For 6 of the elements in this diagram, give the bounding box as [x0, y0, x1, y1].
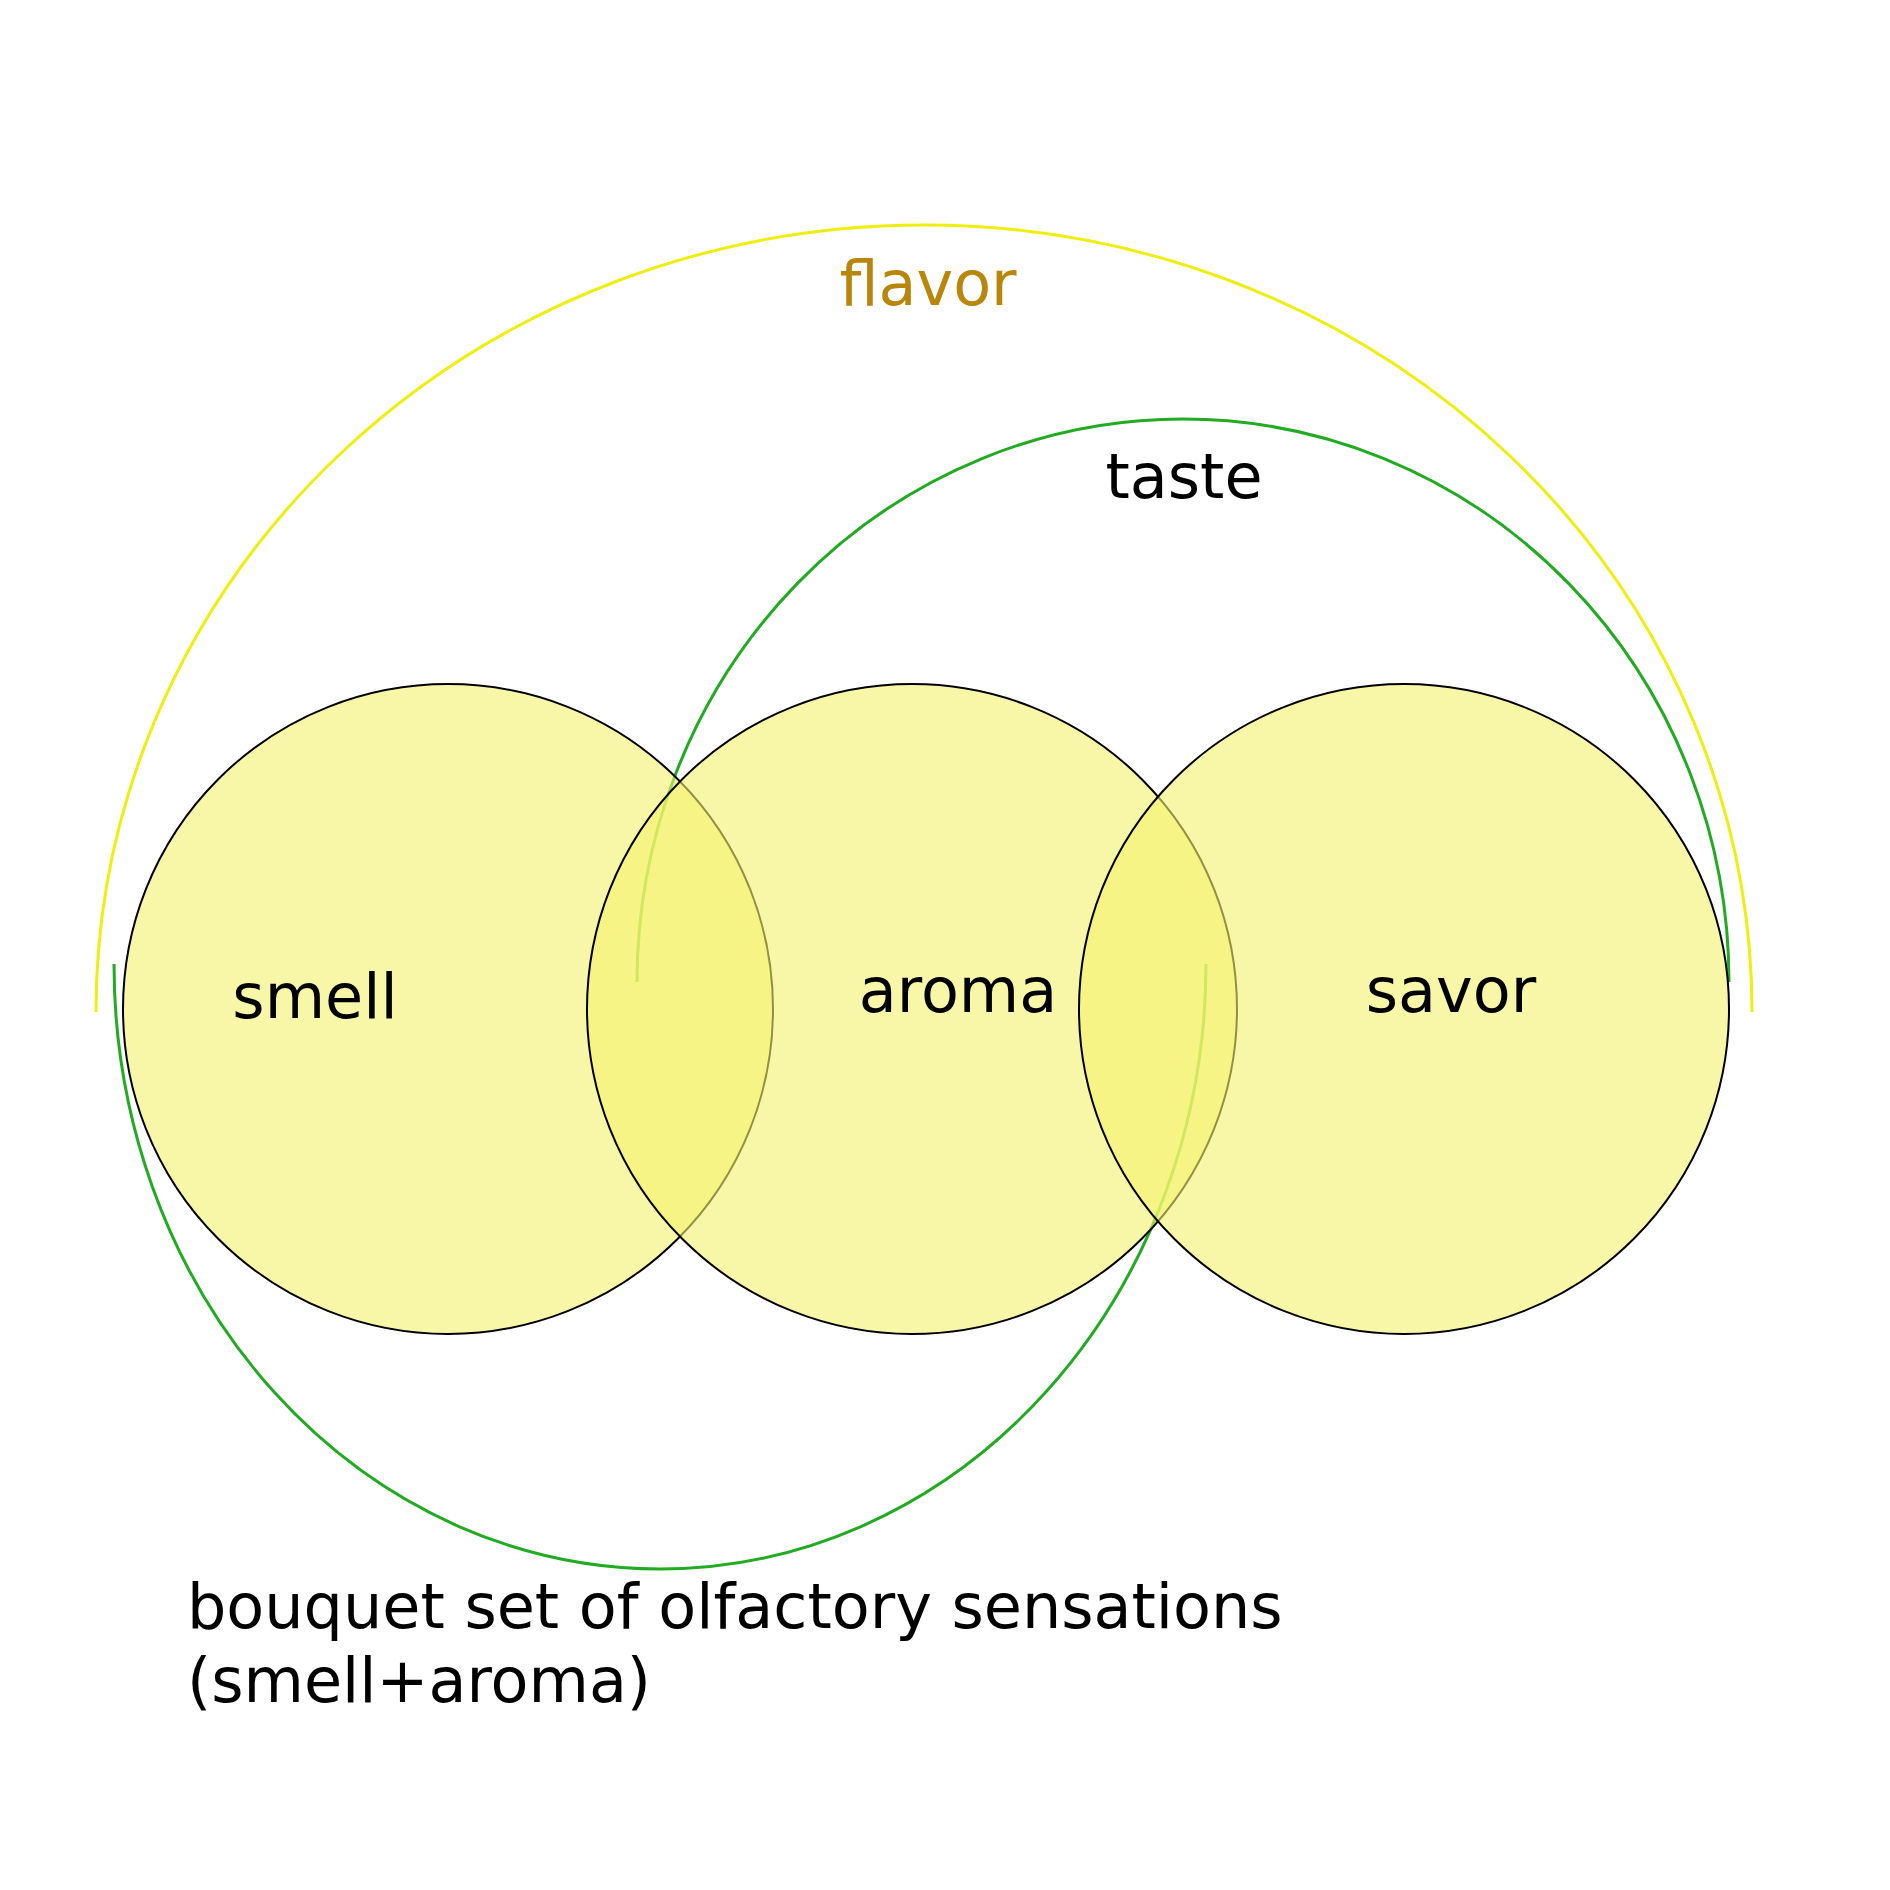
bracket-label: bouquet set of olfactory sensations (smell+aroma)	[187, 1570, 1284, 1718]
bracket-label: taste	[1105, 439, 1263, 513]
set-label: smell	[232, 959, 398, 1033]
bracket-label: flavor	[839, 246, 1017, 320]
set-label: savor	[1365, 953, 1537, 1027]
set-label: aroma	[858, 953, 1058, 1027]
